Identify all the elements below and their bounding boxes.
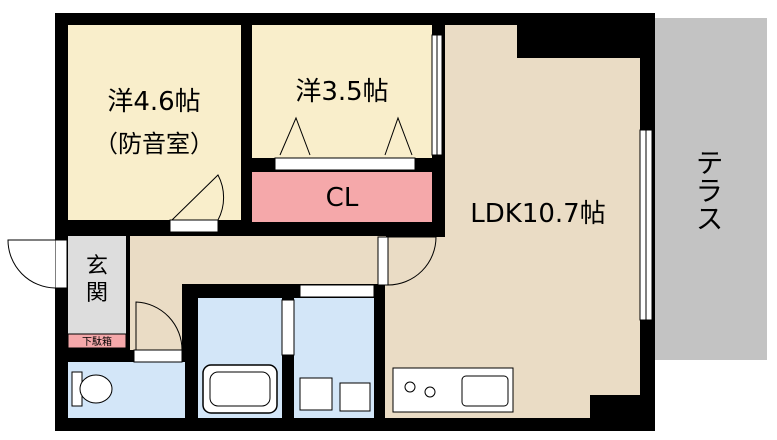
entrance-label-top: 玄 (86, 254, 108, 279)
kitchen-sink (461, 375, 509, 407)
entrance-label-bottom: 関 (86, 281, 108, 306)
stove-burner (404, 381, 416, 393)
closet (252, 172, 432, 222)
closet-door-right (384, 116, 413, 156)
western-room-1 (68, 25, 241, 220)
door-ldk (387, 236, 437, 286)
terrace-label: テラス (692, 148, 725, 232)
hallway (130, 236, 386, 284)
western-room-1-note: （防音室） (94, 130, 214, 158)
shoe-box (67, 333, 127, 349)
door-toilet (135, 301, 183, 351)
door-entrance (7, 239, 56, 289)
door-room-1 (171, 174, 225, 221)
western-room-1-label: 洋4.6帖 (107, 87, 200, 117)
toilet (79, 374, 113, 404)
closet-label: CL (326, 183, 359, 213)
washing-machine (299, 377, 333, 411)
sink (339, 382, 371, 412)
terrace (655, 18, 767, 360)
ldk-room (385, 25, 640, 418)
western-room-2 (252, 25, 432, 158)
ldk-label: LDK10.7帖 (470, 199, 605, 229)
western-room-2-label: 洋3.5帖 (295, 77, 388, 107)
closet-door-left (279, 116, 311, 156)
hallway-lower (130, 284, 182, 350)
entrance (68, 236, 126, 334)
shoe-box-label: 下駄箱 (82, 335, 112, 348)
bathtub (202, 364, 278, 414)
